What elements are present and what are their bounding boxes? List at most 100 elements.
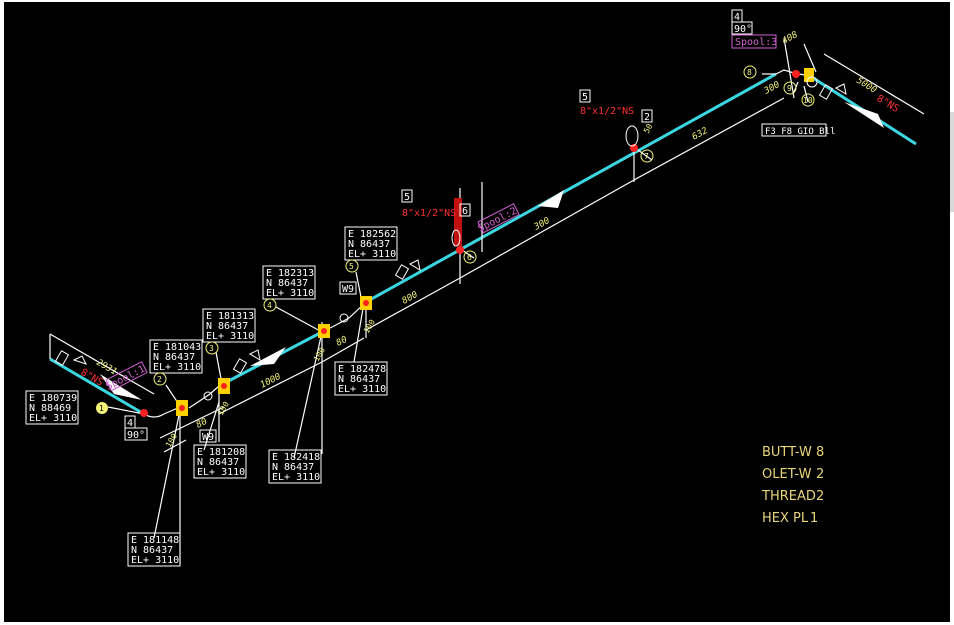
northing-label: N 86437 [348,239,390,250]
elevation-label: EL+ 3110 [266,288,314,299]
spool-label-3: Spool:3 [735,37,777,48]
pipe-size-label-right: 8"NS [874,93,900,115]
easting-label: E 182562 [348,229,396,240]
window-edge-scrollbar[interactable] [950,112,954,212]
olet-fitting-1 [451,198,464,254]
northing-label: N 86437 [206,321,248,332]
easting-label: E 181148 [131,535,179,546]
dimension-label: 5000 [854,76,878,96]
summary-label-olet-weld: OLET-W [762,467,812,482]
connector-lines [49,37,925,564]
elbow-angle-tag-left: 90° [127,430,145,441]
elbow-fitting-left [140,409,148,417]
summary-count-hex-plug: 1 [810,511,818,526]
northing-label: N 86437 [131,545,173,556]
elbow-fitting-right [792,68,818,88]
direction-glyphs [54,83,847,374]
easting-label: E 181313 [206,311,254,322]
easting-label: E 182478 [338,364,386,375]
flow-arrow-1 [100,374,142,400]
coordinate-boxes [25,226,398,567]
fittings [140,68,818,417]
point-marker-6: 6 [463,250,477,264]
dimension-label: 300 [532,216,552,233]
elbow-angle-tag-right: 90° [734,24,752,35]
northing-label: N 86437 [266,278,308,289]
svg-text:4: 4 [267,301,272,310]
elevation-label: EL+ 3110 [29,413,77,424]
northing-label: N 86437 [197,457,239,468]
coordinate-box-2: E 181043 N 86437 EL+ 3110 [153,342,201,373]
pipe-segment-1 [49,357,145,416]
isometric-drawing: E 180739 N 88469 EL+ 3110 E 181043 N 864… [25,9,925,567]
isometric-drawing-canvas: E 180739 N 88469 EL+ 3110 E 181043 N 864… [4,2,950,622]
valve-fitting-3 [318,324,330,338]
point-marker-1: 1 [96,402,108,414]
northing-label: N 86437 [272,462,314,473]
northing-label: N 86437 [338,374,380,385]
summary-count-olet-weld: 2 [816,467,824,482]
point-marker-5: 5 [345,259,359,273]
elevation-label: EL+ 3110 [197,467,245,478]
olet-size-label-b: 8"x1/2"NS [580,106,634,117]
coordinate-box-4: E 181313 N 86437 EL+ 3110 [206,311,254,342]
pipe-size-label-left: 8"NS [79,367,105,389]
dimension-label: 408 [781,30,800,47]
valve-fitting-1 [176,400,188,416]
coordinate-box-5: E 181208 N 86437 EL+ 3110 [197,447,245,478]
coordinate-box-7: E 182418 N 86437 EL+ 3110 [272,452,320,483]
point-marker-10: 10 [801,93,815,107]
olet-ref-tag-d: 2 [644,112,650,123]
svg-text:3: 3 [209,344,214,353]
coordinate-box-8: E 182562 N 86437 EL+ 3110 [348,229,396,260]
dimension-label: 800 [401,290,420,307]
flow-arrow-4 [844,102,884,128]
weld-tag-b: W9 [342,284,354,295]
svg-text:2: 2 [157,375,162,384]
valve-fitting-4 [360,296,372,310]
point-markers: 1 2 3 4 5 6 7 8 [96,65,815,414]
elbow-count-tag-right: 4 [734,12,740,23]
valve-fitting-2 [218,378,230,394]
coordinate-box-3: E 181148 N 86437 EL+ 3110 [131,535,179,566]
coordinate-box-9: E 182478 N 86437 EL+ 3110 [338,364,386,395]
flow-arrows [100,102,884,400]
elevation-label: EL+ 3110 [153,362,201,373]
tag-boxes [124,9,827,443]
summary-label-hex-plug: HEX PL [762,511,809,526]
olet-ref-tag-b: 5 [582,92,588,103]
easting-label: E 182313 [266,268,314,279]
point-marker-4: 4 [263,298,277,312]
elevation-label: EL+ 3110 [206,331,254,342]
olet-ref-tag-a: 5 [404,192,410,203]
svg-text:8: 8 [747,68,752,77]
flange-note: F3 F8 GIO Bll [765,127,835,137]
svg-text:5: 5 [349,262,354,271]
point-marker-2: 2 [153,372,167,386]
summary-label-thread: THREAD [761,489,816,504]
svg-text:6: 6 [467,253,472,262]
elbow-count-tag-left: 4 [127,418,133,429]
pipe-runs [49,72,917,416]
dimension-label: 300 [762,80,782,97]
svg-text:9: 9 [787,84,792,93]
dimension-label: 100 [362,318,377,335]
svg-text:10: 10 [803,96,813,105]
svg-text:7: 7 [644,152,649,161]
weld-tag-a: W9 [202,432,214,443]
summary-count-thread: 2 [816,489,824,504]
summary-label-butt-weld: BUTT-W [762,445,812,460]
coordinate-box-1: E 180739 N 88469 EL+ 3110 [29,393,77,424]
northing-label: N 88469 [29,403,71,414]
flow-arrow-3 [538,190,564,208]
olet-ref-tag-c: 6 [462,206,468,217]
olet-size-label-a: 8"x1/2"NS [402,208,456,219]
easting-label: E 181043 [153,342,201,353]
dimension-label: 50 [642,122,655,135]
elevation-label: EL+ 3110 [348,249,396,260]
hex-plug [203,313,349,401]
dimension-label: 80 [335,335,349,349]
elevation-label: EL+ 3110 [272,472,320,483]
point-marker-7: 7 [640,149,654,163]
easting-label: E 182418 [272,452,320,463]
